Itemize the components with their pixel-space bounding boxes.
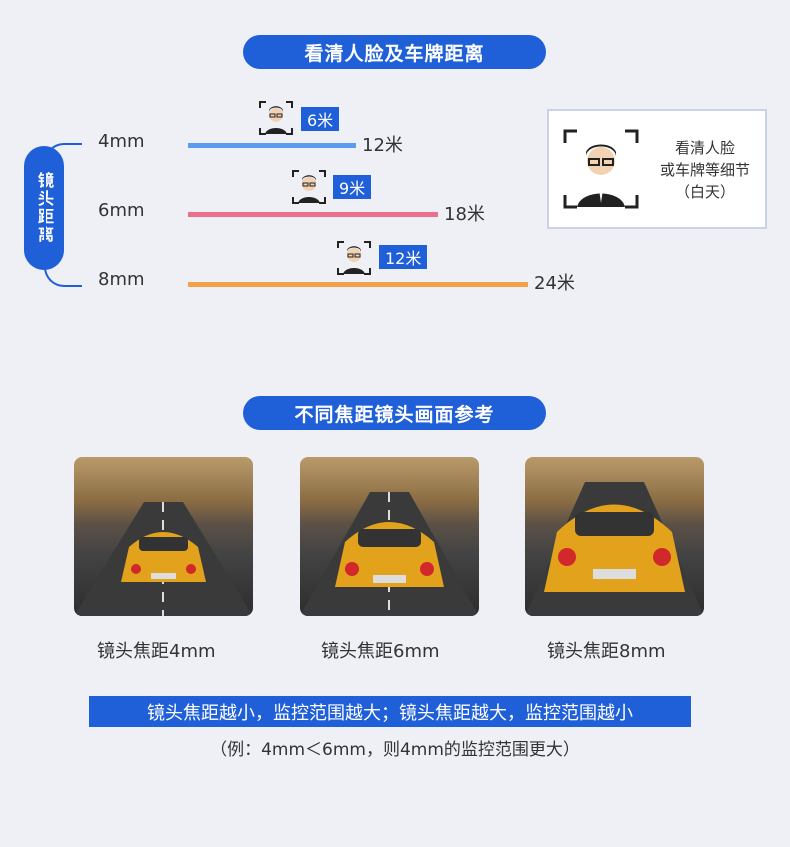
max-distance-4mm: 12米 xyxy=(362,135,403,156)
face-person-icon xyxy=(292,170,326,204)
section-title-reference: 不同焦距镜头画面参考 xyxy=(243,396,546,430)
caption-6mm: 镜头焦距6mm xyxy=(321,641,440,662)
range-bar-4mm xyxy=(188,143,356,148)
car-rear-icon xyxy=(74,502,253,616)
lens-8mm-label: 8mm xyxy=(98,269,145,290)
face-distance-6mm: 9米 xyxy=(333,175,372,199)
car-rear-icon xyxy=(300,492,479,616)
max-distance-6mm: 18米 xyxy=(444,204,485,225)
lens-4mm-label: 4mm xyxy=(98,131,145,152)
section-title-distance: 看清人脸及车牌距离 xyxy=(243,35,546,69)
detail-box: 看清人脸 或车牌等细节 （白天） xyxy=(547,109,767,229)
caption-4mm: 镜头焦距4mm xyxy=(97,641,216,662)
face-person-icon xyxy=(337,241,371,275)
face-person-icon xyxy=(259,101,293,135)
photo-4mm xyxy=(74,457,253,616)
face-person-icon xyxy=(563,129,639,209)
range-bar-8mm xyxy=(188,282,528,287)
range-bar-6mm xyxy=(188,212,438,217)
max-distance-8mm: 24米 xyxy=(534,273,575,294)
face-distance-8mm: 12米 xyxy=(379,245,428,269)
face-distance-4mm: 6米 xyxy=(301,107,340,131)
photo-6mm xyxy=(300,457,479,616)
photo-8mm xyxy=(525,457,704,616)
detail-line-2: 或车牌等细节 xyxy=(659,161,750,179)
lens-6mm-label: 6mm xyxy=(98,200,145,221)
caption-8mm: 镜头焦距8mm xyxy=(547,641,666,662)
detail-line-1: 看清人脸 xyxy=(674,139,735,157)
bracket-connector xyxy=(44,143,82,287)
note-main: 镜头焦距越小，监控范围越大；镜头焦距越大，监控范围越小 xyxy=(89,696,691,727)
note-example: （例：4mm＜6mm，则4mm的监控范围更大） xyxy=(210,740,580,760)
car-rear-icon xyxy=(525,482,704,616)
detail-line-3: （白天） xyxy=(674,183,735,201)
